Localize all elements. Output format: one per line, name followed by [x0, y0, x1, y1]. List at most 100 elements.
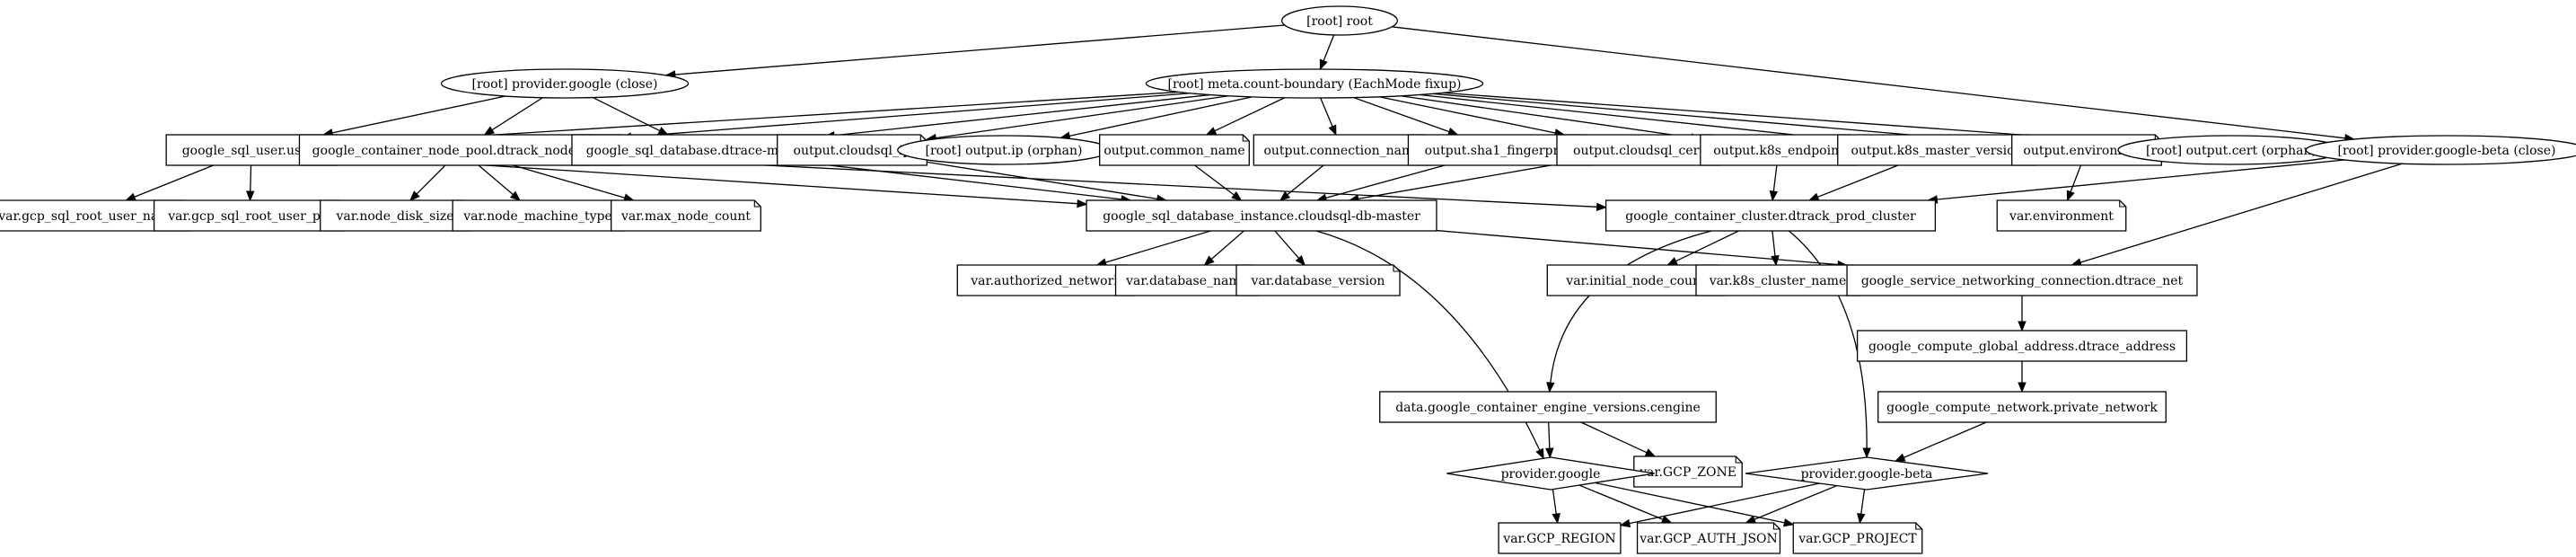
node-label: provider.google-beta — [1801, 467, 1933, 482]
edge-line — [416, 164, 446, 195]
node-label: provider.google — [1501, 467, 1601, 482]
node-root: [root] root — [1281, 5, 1399, 36]
note-shape — [1636, 522, 1781, 554]
arrowhead — [1205, 127, 1218, 136]
node-label: var.node_disk_size — [336, 209, 454, 224]
edge-engine-versions-to-var-gcp-zone — [1580, 421, 1657, 457]
node-var-node-machine-type: var.node_machine_type — [452, 199, 624, 232]
edge-line — [1550, 230, 1712, 384]
edge-line — [513, 164, 626, 199]
node-label: google_compute_global_address.dtrace_add… — [1868, 340, 2176, 354]
diamond-shape — [1745, 456, 1989, 491]
edge-line — [478, 164, 514, 196]
edge-line — [621, 157, 1597, 208]
edge-line — [331, 95, 506, 134]
node-label: output.environment — [2023, 144, 2150, 158]
edge-root-to-meta — [1319, 34, 1335, 71]
arrowhead — [1231, 190, 1243, 201]
edge-engine-versions-to-provider-google — [1545, 421, 1554, 459]
edge-line — [1323, 34, 1335, 61]
node-label: output.cloudsql_ip — [794, 144, 911, 158]
node-label: var.initial_node_count — [1565, 274, 1706, 288]
note-fold — [2119, 200, 2126, 208]
node-out-cloudsql-cert: output.cloudsql_cert — [1556, 134, 1721, 166]
edge-line — [1436, 229, 1839, 266]
node-label: [root] root — [1306, 14, 1373, 29]
edge-cluster-to-engine-versions — [1546, 230, 1712, 393]
node-label: output.cloudsql_cert — [1573, 144, 1704, 158]
node-var-environment: var.environment — [1996, 199, 2127, 232]
edge-line — [824, 164, 1122, 200]
nodes-layer: [root] root[root] provider.google (close… — [0, 5, 2576, 554]
edge-prov-beta-close-to-cluster — [1927, 159, 2345, 204]
arrowhead — [125, 192, 136, 201]
arrowhead — [1328, 124, 1337, 137]
box-shape — [1086, 199, 1437, 232]
edge-out-common-name-to-sql-instance — [1194, 164, 1243, 201]
edge-line — [1325, 164, 1446, 199]
ellipse-shape — [440, 68, 690, 99]
edge-line — [1358, 164, 1558, 199]
edge-meta-to-out-sha1 — [1353, 96, 1459, 136]
arrowhead — [1782, 518, 1795, 527]
node-provider-google: provider.google — [1446, 456, 1655, 491]
edge-line — [833, 93, 1210, 137]
edge-meta-to-out-connection-name — [1320, 97, 1337, 137]
node-label: var.gcp_sql_root_user_pw — [167, 209, 331, 224]
note-fold — [1772, 523, 1780, 530]
note-fold — [1735, 456, 1743, 464]
node-label: output.k8s_master_version — [1851, 144, 2022, 158]
arrowhead — [1535, 447, 1544, 460]
edge-line — [1675, 230, 1739, 262]
edge-line — [1378, 96, 1556, 134]
edge-line — [1287, 164, 1324, 196]
note-fold — [1393, 265, 1400, 272]
note-fold — [1242, 135, 1250, 142]
diamond-shape — [1446, 456, 1655, 491]
edge-provider-beta-to-var-gcp-auth-json — [1745, 484, 1838, 524]
node-var-max-node-count: var.max_node_count — [611, 199, 761, 232]
edge-node-pool-to-cluster — [621, 157, 1607, 212]
node-label: output.common_name — [1103, 144, 1244, 158]
arrowhead — [1660, 515, 1673, 524]
edge-line — [936, 95, 1229, 139]
node-engine-versions: data.google_container_engine_versions.ce… — [1379, 391, 1717, 423]
node-label: google_service_networking_connection.dtr… — [1861, 274, 2184, 288]
arrowhead — [1446, 128, 1459, 136]
note-shape — [611, 199, 761, 232]
arrowhead — [1857, 512, 1866, 525]
node-out-k8s-master-version: output.k8s_master_version — [1837, 134, 2036, 166]
edge-line — [1772, 230, 1776, 257]
edge-line — [1788, 230, 1868, 449]
edge-cluster-to-var-k8s-cluster-name — [1771, 230, 1780, 267]
edge-meta-to-node-pool — [620, 93, 1191, 141]
edge-node-pool-to-var-node-disk-size — [409, 164, 446, 201]
edge-line — [491, 97, 543, 131]
arrowhead — [1862, 447, 1871, 459]
box-shape — [1856, 330, 2188, 362]
node-label: data.google_container_engine_versions.ce… — [1395, 401, 1701, 415]
node-out-k8s-endpoint: output.k8s_endpoint — [1700, 134, 1858, 166]
node-label: google_compute_network.private_network — [1886, 401, 2158, 415]
edge-line — [1353, 96, 1450, 133]
node-label: google_container_cluster.dtrack_prod_clu… — [1625, 209, 1916, 224]
arrowhead — [2066, 190, 2075, 202]
edge-cluster-to-var-initial-node-count — [1666, 230, 1739, 266]
edge-line — [1068, 96, 1253, 137]
edge-line — [1817, 164, 1899, 198]
node-label: var.GCP_PROJECT — [1798, 532, 1917, 546]
node-svc-networking: google_service_networking_connection.dtr… — [1846, 264, 2198, 296]
edge-provider-beta-to-var-gcp-project — [1857, 489, 1866, 525]
node-label: google_sql_user.users — [182, 144, 321, 158]
note-shape — [1792, 522, 1923, 554]
note-shape — [1996, 199, 2127, 232]
note-shape — [1633, 455, 1743, 488]
edge-meta-to-out-common-name — [1205, 97, 1286, 136]
arrowhead — [1894, 453, 1906, 462]
arrowhead — [1769, 190, 1779, 202]
box-shape — [1498, 522, 1622, 554]
edge-out-sha1-to-sql-instance — [1315, 164, 1446, 202]
node-var-node-disk-size: var.node_disk_size — [320, 199, 470, 232]
edge-out-environment-to-var-environment — [2066, 164, 2082, 202]
node-private-network: google_compute_network.private_network — [1877, 391, 2167, 423]
